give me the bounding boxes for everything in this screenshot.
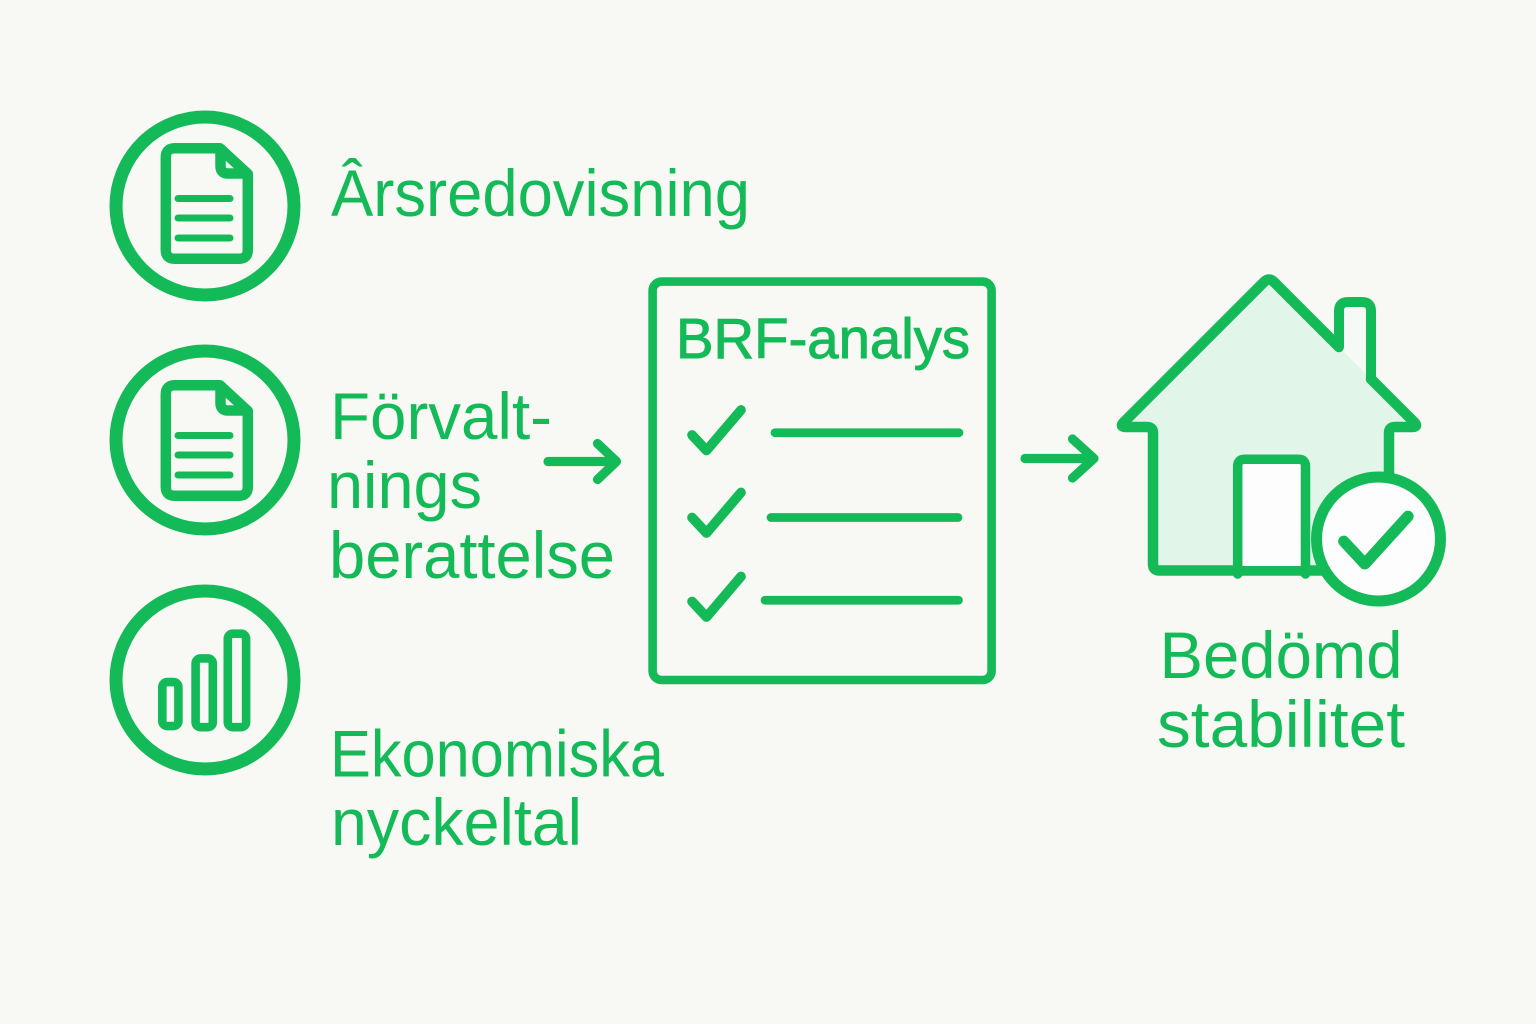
svg-text:BRF-analys: BRF-analys [676, 307, 970, 371]
svg-text:Förvalt-: Förvalt- [330, 379, 552, 453]
svg-text:berattelse: berattelse [329, 518, 615, 592]
svg-text:Ârsredovisning: Ârsredovisning [331, 156, 750, 230]
svg-text:Ekonomiska: Ekonomiska [330, 717, 664, 791]
svg-text:Bedömd: Bedömd [1160, 618, 1403, 692]
svg-text:stabilitet: stabilitet [1157, 687, 1405, 761]
svg-text:nyckeltal: nyckeltal [331, 785, 582, 859]
svg-text:nings: nings [327, 448, 482, 522]
